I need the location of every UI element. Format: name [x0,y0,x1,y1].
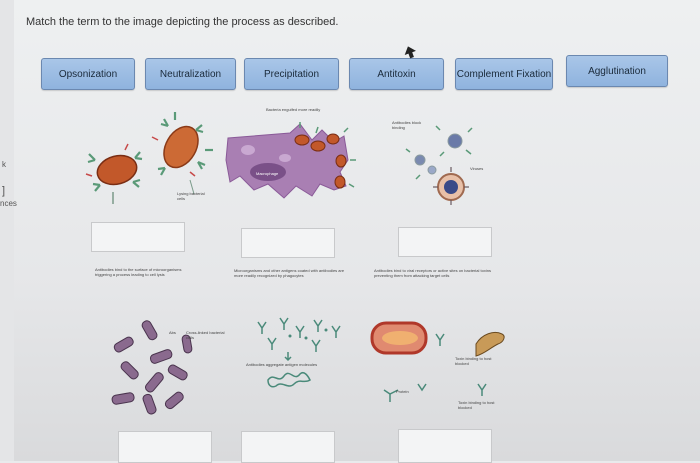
bacteria-engulfed-label: Bacteria engulfed more readily [266,107,321,112]
mouse-cursor-icon [404,46,416,59]
term-complement-fixation[interactable]: Complement Fixation [455,58,553,90]
antibodies-block-label: Antibodies block binding [392,120,422,130]
precipitation-illustration [257,317,341,388]
term-opsonization[interactable]: Opsonization [41,58,135,90]
drop-zone-precipitation[interactable] [241,431,335,463]
term-neutralization[interactable]: Neutralization [145,58,236,90]
drop-zone-phagocytosis[interactable] [241,228,335,258]
edge-text-bracket: ] [2,185,6,197]
drop-zone-virus[interactable] [398,227,492,257]
macrophage-label: Macrophage [256,171,279,176]
agglutination-illustration [111,320,193,415]
toxin-binding-host-label: Toxin binding to host blocked [455,356,492,366]
viruses-label: Viruses [470,166,484,171]
caption-phagocytosis: Microorganisms and other antigens coated… [234,268,345,278]
edge-text-nces: nces [0,199,17,208]
lysing-label: Lysing bacterial cells [177,191,205,201]
question-instruction: Match the term to the image depicting th… [26,16,339,28]
phagocytosis-illustration [225,122,356,199]
toxin-blocked-label: Toxin binding to host blocked [458,400,495,410]
antitoxin-illustration [370,321,505,402]
term-antitoxin[interactable]: Antitoxin [349,58,444,90]
drop-zone-lysis[interactable] [91,222,185,252]
protein-label: Protein [396,389,409,394]
drop-zone-agglutination[interactable] [118,431,212,463]
edge-text-k: k [2,160,6,169]
lysis-illustration [85,112,213,204]
caption-lysis: Antibodies bind to the surface of microo… [95,267,182,277]
caption-virus: Antibodies bind to viral receptors or ac… [374,268,491,278]
drop-zone-antitoxin[interactable] [398,429,492,463]
left-panel-edge [0,0,14,461]
cross-linked-label: Cross-linked bacterial cells [186,330,225,340]
virus-neutralization-illustration [405,125,473,205]
term-precipitation[interactable]: Precipitation [244,58,339,90]
antibodies-aggregate-label: Antibodies aggregate antigen molecules [246,362,318,367]
abs-label: Abs [169,330,176,335]
term-agglutination[interactable]: Agglutination [566,55,668,87]
